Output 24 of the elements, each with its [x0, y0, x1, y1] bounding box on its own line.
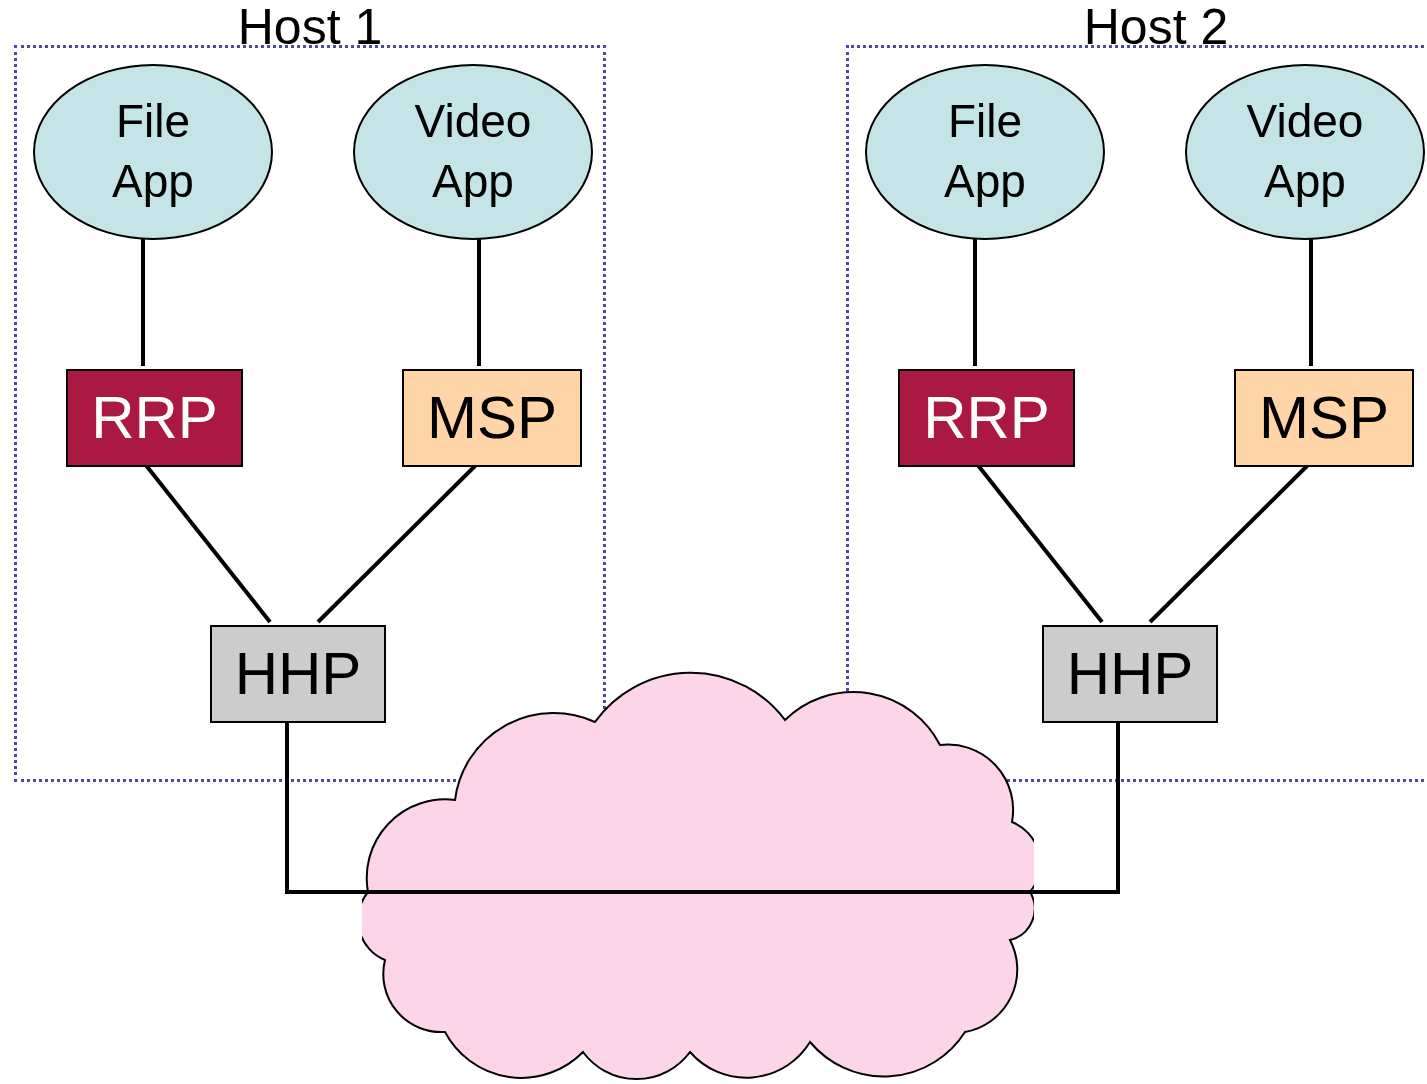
protocol-box	[1234, 369, 1414, 467]
protocol-box	[66, 369, 243, 467]
protocol-label: MSP	[427, 388, 557, 448]
host-title: Host 2	[1082, 2, 1230, 52]
connector-line	[477, 237, 481, 366]
protocol-label: RRP	[923, 388, 1050, 448]
protocol-label: HHP	[1066, 644, 1194, 704]
application-label: File App	[943, 94, 1027, 209]
application-label: Video App	[413, 94, 533, 209]
protocol-label: HHP	[234, 644, 362, 704]
protocol-box	[402, 369, 582, 467]
host-title: Host 1	[236, 2, 384, 52]
protocol-box	[1042, 625, 1218, 723]
protocol-label: RRP	[91, 388, 218, 448]
protocol-label: MSP	[1259, 388, 1389, 448]
protocol-box	[210, 625, 386, 723]
connector-line	[1030, 720, 1120, 894]
connector-line	[285, 720, 368, 894]
connector-line	[141, 237, 145, 366]
protocol-box	[898, 369, 1075, 467]
application-label: Video App	[1245, 94, 1365, 209]
application-label: File App	[111, 94, 195, 209]
connector-line	[973, 237, 977, 366]
connector-line	[1309, 237, 1313, 366]
